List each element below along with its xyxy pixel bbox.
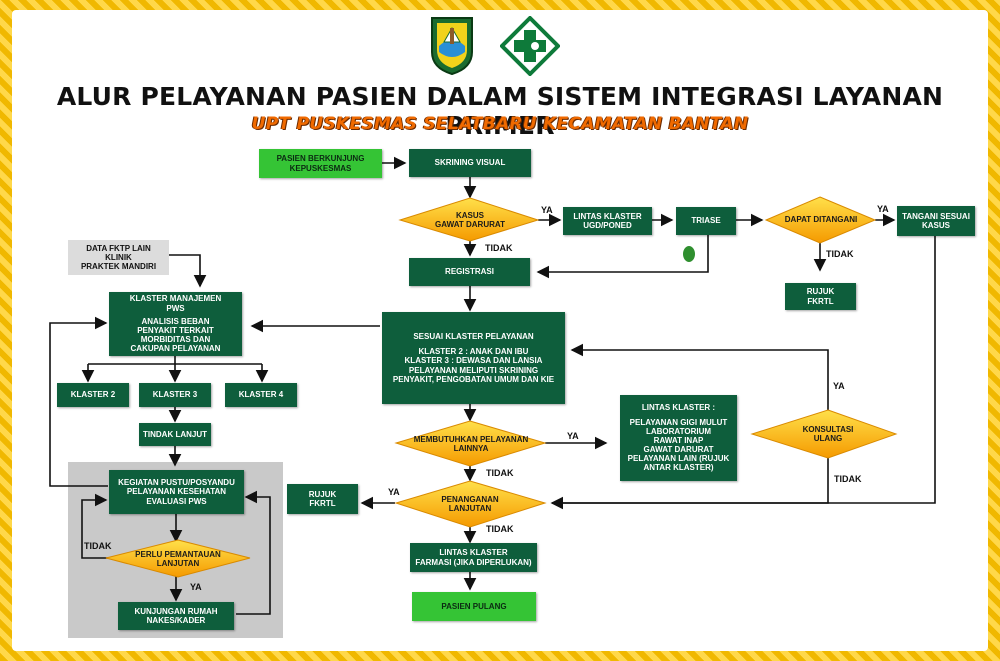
page-subtitle: UPT PUSKESMAS SELATBARU KECAMATAN BANTAN (251, 114, 749, 134)
puskesmas-cross-icon (499, 15, 561, 77)
regency-emblem-icon (428, 16, 476, 76)
edge-tidak-kasus: TIDAK (485, 243, 513, 253)
registrasi-node: REGISTRASI (409, 258, 530, 286)
decision-dapat-ditangani (764, 196, 877, 244)
edge-ya-konsultasi: YA (833, 381, 845, 391)
decision-perlu-pemantauan (105, 539, 251, 578)
decision-konsultasi (750, 409, 898, 459)
edge-tidak-penanganan: TIDAK (486, 524, 514, 534)
edge-ya-membutuhkan: YA (567, 431, 579, 441)
triase-node: TRIASE (676, 207, 736, 235)
edge-tidak-dapat: TIDAK (826, 249, 854, 259)
edge-tidak-konsultasi: TIDAK (834, 474, 862, 484)
klaster-4-node: KLASTER 4 (225, 383, 297, 407)
edge-ya-pemantauan: YA (190, 582, 202, 592)
decision-penanganan (394, 480, 547, 528)
triage-indicator (683, 246, 695, 262)
tindak-lanjut-node: TINDAK LANJUT (139, 423, 211, 446)
skrining-visual-node: SKRINING VISUAL (409, 149, 531, 177)
decision-kasus-gawat (398, 197, 540, 242)
klaster-3-node: KLASTER 3 (139, 383, 211, 407)
edge-ya-penanganan: YA (388, 487, 400, 497)
edge-tidak-membutuhkan: TIDAK (486, 468, 514, 478)
klaster-2-node: KLASTER 2 (57, 383, 129, 407)
page-title: ALUR PELAYANAN PASIEN DALAM SISTEM INTEG… (56, 82, 944, 140)
dapat-ditangani-label: DAPAT DITANGANI (784, 215, 858, 225)
lintas-klaster-list-node: LINTAS KLASTER : PELAYANAN GIGI MULUT LA… (620, 395, 737, 481)
decision-membutuhkan (394, 420, 547, 467)
edge-ya-dapat: YA (877, 204, 889, 214)
edge-tidak-pemantauan: TIDAK (84, 541, 112, 551)
sesuai-klaster-node: SESUAI KLASTER PELAYANAN KLASTER 2 : ANA… (382, 312, 565, 404)
edge-ya-kasus: YA (541, 205, 553, 215)
pasien-pulang-node: PASIEN PULANG (412, 592, 536, 621)
